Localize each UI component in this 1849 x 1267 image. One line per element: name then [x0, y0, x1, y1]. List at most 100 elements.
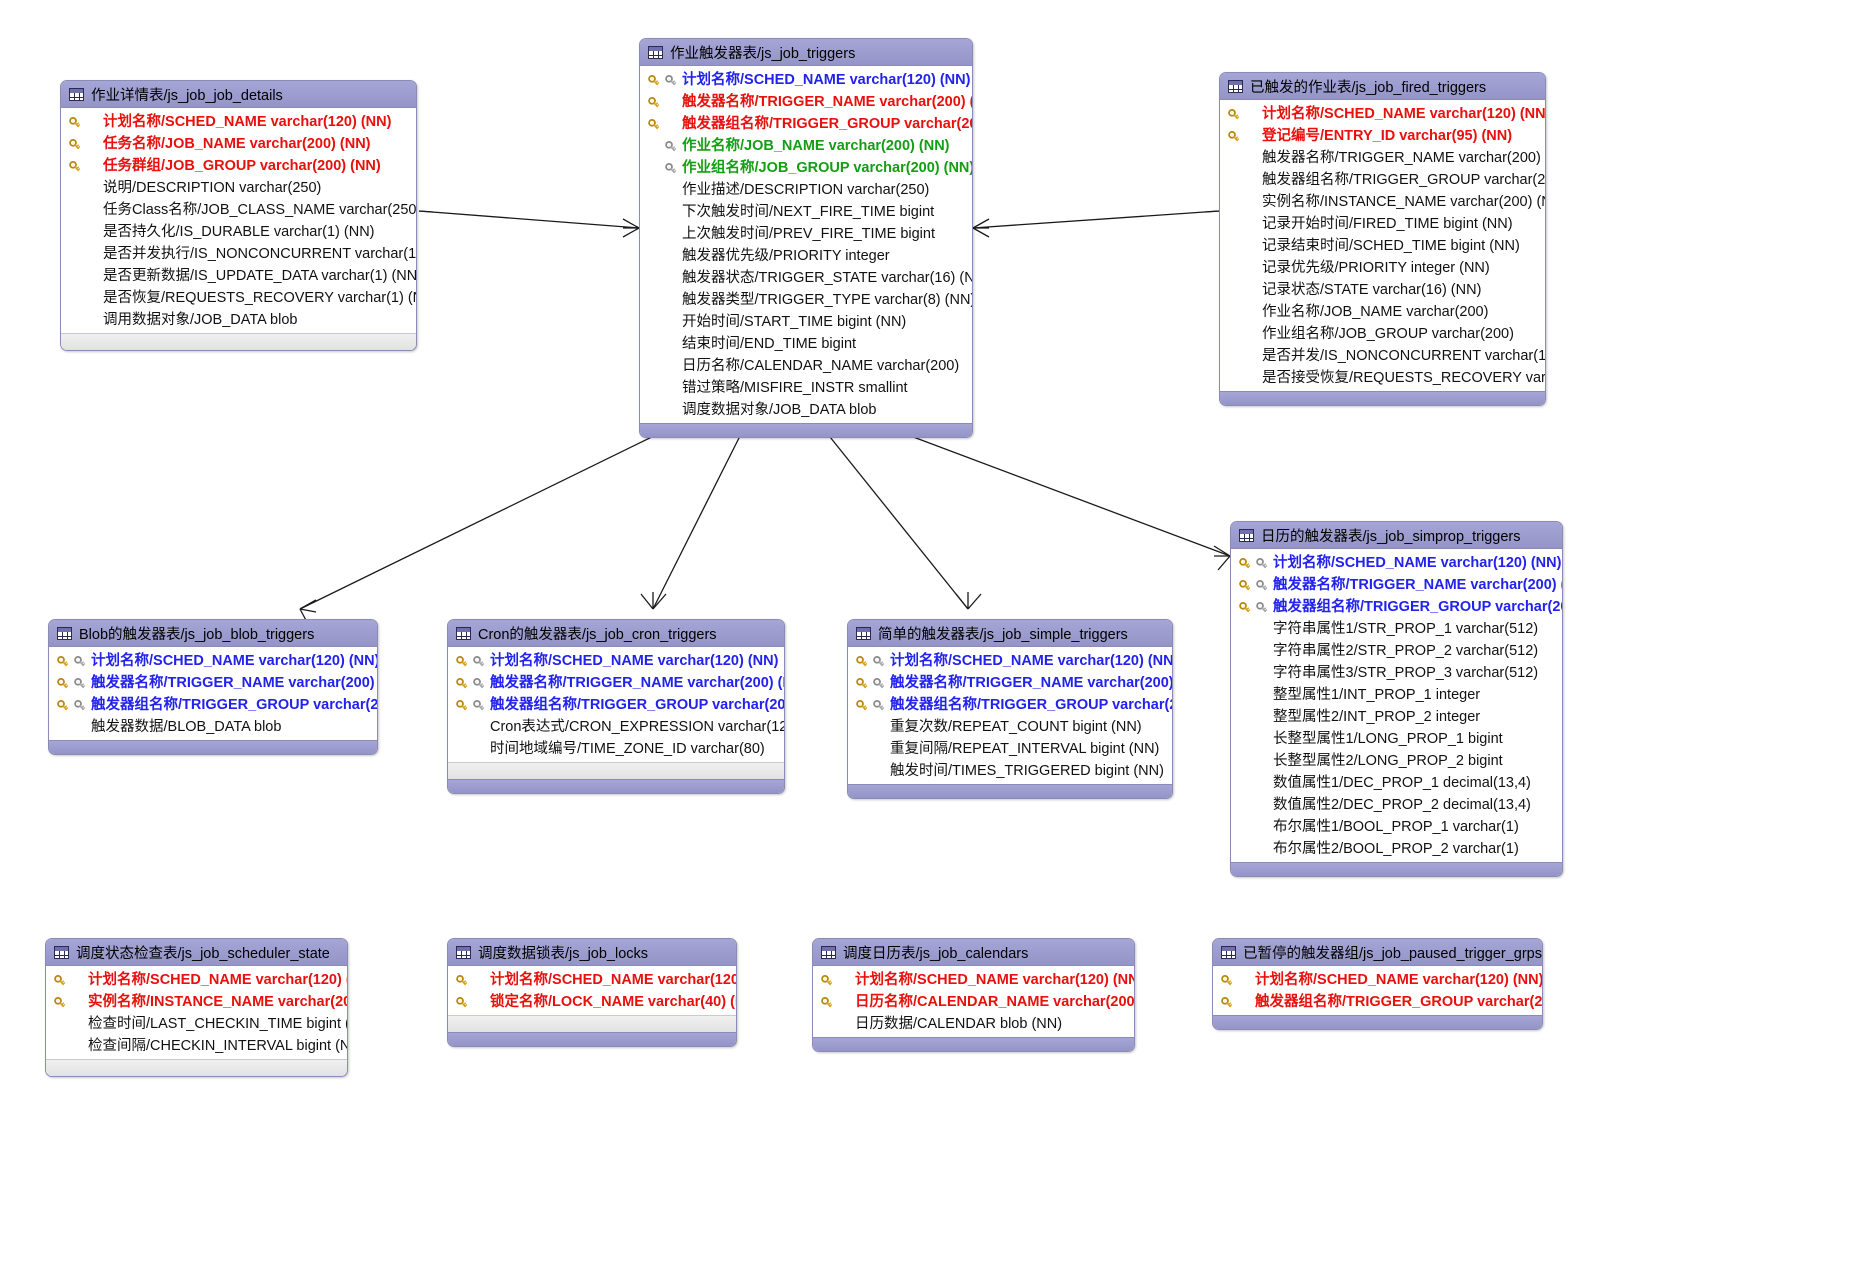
column-row[interactable]: 作业名称/JOB_NAME varchar(200)	[1220, 301, 1545, 323]
entity-table-job_triggers[interactable]: 作业触发器表/js_job_triggers 计划名称/SCHED_NAME va…	[639, 38, 973, 438]
column-row[interactable]: 触发器状态/TRIGGER_STATE varchar(16) (NN)	[640, 267, 972, 289]
column-row[interactable]: 是否更新数据/IS_UPDATE_DATA varchar(1) (NN)	[61, 265, 416, 287]
entity-table-blob_triggers[interactable]: Blob的触发器表/js_job_blob_triggers 计划名称/SCHED…	[48, 619, 378, 755]
table-header-paused_trigger_grps[interactable]: 已暂停的触发器组/js_job_paused_trigger_grps	[1213, 939, 1542, 966]
table-header-fired_triggers[interactable]: 已触发的作业表/js_job_fired_triggers	[1220, 73, 1545, 100]
column-row[interactable]: 字符串属性1/STR_PROP_1 varchar(512)	[1231, 618, 1562, 640]
column-row[interactable]: 计划名称/SCHED_NAME varchar(120) (NN)	[813, 969, 1134, 991]
entity-table-job_details[interactable]: 作业详情表/js_job_job_details 计划名称/SCHED_NAME …	[60, 80, 417, 351]
column-row[interactable]: 触发器名称/TRIGGER_NAME varchar(200) (NN)	[1231, 574, 1562, 596]
column-row[interactable]: 触发器名称/TRIGGER_NAME varchar(200) (NN)	[848, 672, 1172, 694]
table-header-job_details[interactable]: 作业详情表/js_job_job_details	[61, 81, 416, 108]
column-row[interactable]: 整型属性1/INT_PROP_1 integer	[1231, 684, 1562, 706]
column-row[interactable]: 字符串属性3/STR_PROP_3 varchar(512)	[1231, 662, 1562, 684]
column-row[interactable]: 记录状态/STATE varchar(16) (NN)	[1220, 279, 1545, 301]
column-row[interactable]: 是否持久化/IS_DURABLE varchar(1) (NN)	[61, 221, 416, 243]
entity-table-simple_triggers[interactable]: 简单的触发器表/js_job_simple_triggers 计划名称/SCHED…	[847, 619, 1173, 799]
column-row[interactable]: 触发器类型/TRIGGER_TYPE varchar(8) (NN)	[640, 289, 972, 311]
column-row[interactable]: 调用数据对象/JOB_DATA blob	[61, 309, 416, 331]
column-row[interactable]: 任务Class名称/JOB_CLASS_NAME varchar(250) (N…	[61, 199, 416, 221]
table-header-cron_triggers[interactable]: Cron的触发器表/js_job_cron_triggers	[448, 620, 784, 647]
column-row[interactable]: 触发器名称/TRIGGER_NAME varchar(200) (NN)	[49, 672, 377, 694]
column-row[interactable]: 计划名称/SCHED_NAME varchar(120) (NN)	[848, 650, 1172, 672]
column-row[interactable]: 触发器组名称/TRIGGER_GROUP varchar(200) (NN)	[1220, 169, 1545, 191]
table-header-locks[interactable]: 调度数据锁表/js_job_locks	[448, 939, 736, 966]
column-row[interactable]: 日历名称/CALENDAR_NAME varchar(200) (NN)	[813, 991, 1134, 1013]
column-row[interactable]: 触发器组名称/TRIGGER_GROUP varchar(200) (NN)	[1231, 596, 1562, 618]
table-header-simprop_triggers[interactable]: 日历的触发器表/js_job_simprop_triggers	[1231, 522, 1562, 549]
column-row[interactable]: 触发器名称/TRIGGER_NAME varchar(200) (NN)	[448, 672, 784, 694]
column-row[interactable]: 布尔属性1/BOOL_PROP_1 varchar(1)	[1231, 816, 1562, 838]
column-row[interactable]: 是否接受恢复/REQUESTS_RECOVERY varchar(1)	[1220, 367, 1545, 389]
column-row[interactable]: 触发器组名称/TRIGGER_GROUP varchar(200) (NN)	[49, 694, 377, 716]
column-row[interactable]: 触发器名称/TRIGGER_NAME varchar(200) (NN)	[1220, 147, 1545, 169]
entity-table-scheduler_state[interactable]: 调度状态检查表/js_job_scheduler_state 计划名称/SCHED…	[45, 938, 348, 1077]
entity-table-calendars[interactable]: 调度日历表/js_job_calendars 计划名称/SCHED_NAME va…	[812, 938, 1135, 1052]
column-row[interactable]: 作业描述/DESCRIPTION varchar(250)	[640, 179, 972, 201]
column-row[interactable]: 数值属性2/DEC_PROP_2 decimal(13,4)	[1231, 794, 1562, 816]
column-row[interactable]: 日历数据/CALENDAR blob (NN)	[813, 1013, 1134, 1035]
column-row[interactable]: 锁定名称/LOCK_NAME varchar(40) (NN)	[448, 991, 736, 1013]
column-row[interactable]: 实例名称/INSTANCE_NAME varchar(200) (NN)	[1220, 191, 1545, 213]
column-row[interactable]: 计划名称/SCHED_NAME varchar(120) (NN)	[640, 69, 972, 91]
table-header-blob_triggers[interactable]: Blob的触发器表/js_job_blob_triggers	[49, 620, 377, 647]
column-row[interactable]: 长整型属性1/LONG_PROP_1 bigint	[1231, 728, 1562, 750]
column-row[interactable]: 整型属性2/INT_PROP_2 integer	[1231, 706, 1562, 728]
column-row[interactable]: Cron表达式/CRON_EXPRESSION varchar(120) (NN…	[448, 716, 784, 738]
entity-table-simprop_triggers[interactable]: 日历的触发器表/js_job_simprop_triggers 计划名称/SCHE…	[1230, 521, 1563, 877]
column-row[interactable]: 下次触发时间/NEXT_FIRE_TIME bigint	[640, 201, 972, 223]
column-row[interactable]: 实例名称/INSTANCE_NAME varchar(200) (NN)	[46, 991, 347, 1013]
column-row[interactable]: 计划名称/SCHED_NAME varchar(120) (NN)	[1220, 103, 1545, 125]
column-row[interactable]: 计划名称/SCHED_NAME varchar(120) (NN)	[1231, 552, 1562, 574]
column-row[interactable]: 说明/DESCRIPTION varchar(250)	[61, 177, 416, 199]
column-row[interactable]: 作业组名称/JOB_GROUP varchar(200) (NN)	[640, 157, 972, 179]
column-row[interactable]: 是否并发执行/IS_NONCONCURRENT varchar(1) (NN)	[61, 243, 416, 265]
column-row[interactable]: 触发器组名称/TRIGGER_GROUP varchar(200) (NN)	[640, 113, 972, 135]
entity-table-locks[interactable]: 调度数据锁表/js_job_locks 计划名称/SCHED_NAME varch…	[447, 938, 737, 1047]
column-row[interactable]: 计划名称/SCHED_NAME varchar(120) (NN)	[448, 650, 784, 672]
column-row[interactable]: 检查时间/LAST_CHECKIN_TIME bigint (NN)	[46, 1013, 347, 1035]
column-row[interactable]: 结束时间/END_TIME bigint	[640, 333, 972, 355]
column-row[interactable]: 触发器优先级/PRIORITY integer	[640, 245, 972, 267]
column-row[interactable]: 计划名称/SCHED_NAME varchar(120) (NN)	[49, 650, 377, 672]
column-row[interactable]: 任务群组/JOB_GROUP varchar(200) (NN)	[61, 155, 416, 177]
column-row[interactable]: 日历名称/CALENDAR_NAME varchar(200)	[640, 355, 972, 377]
column-row[interactable]: 是否恢复/REQUESTS_RECOVERY varchar(1) (NN)	[61, 287, 416, 309]
column-row[interactable]: 上次触发时间/PREV_FIRE_TIME bigint	[640, 223, 972, 245]
column-row[interactable]: 计划名称/SCHED_NAME varchar(120) (NN)	[46, 969, 347, 991]
column-row[interactable]: 触发器组名称/TRIGGER_GROUP varchar(200) (NN)	[848, 694, 1172, 716]
column-row[interactable]: 触发器数据/BLOB_DATA blob	[49, 716, 377, 738]
column-row[interactable]: 长整型属性2/LONG_PROP_2 bigint	[1231, 750, 1562, 772]
column-row[interactable]: 任务名称/JOB_NAME varchar(200) (NN)	[61, 133, 416, 155]
table-header-simple_triggers[interactable]: 简单的触发器表/js_job_simple_triggers	[848, 620, 1172, 647]
column-row[interactable]: 时间地域编号/TIME_ZONE_ID varchar(80)	[448, 738, 784, 760]
column-row[interactable]: 作业名称/JOB_NAME varchar(200) (NN)	[640, 135, 972, 157]
column-row[interactable]: 重复次数/REPEAT_COUNT bigint (NN)	[848, 716, 1172, 738]
entity-table-cron_triggers[interactable]: Cron的触发器表/js_job_cron_triggers 计划名称/SCHED…	[447, 619, 785, 794]
column-row[interactable]: 字符串属性2/STR_PROP_2 varchar(512)	[1231, 640, 1562, 662]
column-row[interactable]: 数值属性1/DEC_PROP_1 decimal(13,4)	[1231, 772, 1562, 794]
column-row[interactable]: 计划名称/SCHED_NAME varchar(120) (NN)	[61, 111, 416, 133]
column-row[interactable]: 计划名称/SCHED_NAME varchar(120) (NN)	[1213, 969, 1542, 991]
column-row[interactable]: 记录优先级/PRIORITY integer (NN)	[1220, 257, 1545, 279]
table-header-calendars[interactable]: 调度日历表/js_job_calendars	[813, 939, 1134, 966]
column-row[interactable]: 触发时间/TIMES_TRIGGERED bigint (NN)	[848, 760, 1172, 782]
column-row[interactable]: 登记编号/ENTRY_ID varchar(95) (NN)	[1220, 125, 1545, 147]
column-row[interactable]: 记录开始时间/FIRED_TIME bigint (NN)	[1220, 213, 1545, 235]
column-row[interactable]: 检查间隔/CHECKIN_INTERVAL bigint (NN)	[46, 1035, 347, 1057]
entity-table-fired_triggers[interactable]: 已触发的作业表/js_job_fired_triggers 计划名称/SCHED_…	[1219, 72, 1546, 406]
column-row[interactable]: 开始时间/START_TIME bigint (NN)	[640, 311, 972, 333]
column-row[interactable]: 重复间隔/REPEAT_INTERVAL bigint (NN)	[848, 738, 1172, 760]
table-header-scheduler_state[interactable]: 调度状态检查表/js_job_scheduler_state	[46, 939, 347, 966]
table-header-job_triggers[interactable]: 作业触发器表/js_job_triggers	[640, 39, 972, 66]
column-row[interactable]: 计划名称/SCHED_NAME varchar(120) (NN)	[448, 969, 736, 991]
column-row[interactable]: 触发器名称/TRIGGER_NAME varchar(200) (NN)	[640, 91, 972, 113]
column-row[interactable]: 是否并发/IS_NONCONCURRENT varchar(1)	[1220, 345, 1545, 367]
column-row[interactable]: 错过策略/MISFIRE_INSTR smallint	[640, 377, 972, 399]
column-row[interactable]: 触发器组名称/TRIGGER_GROUP varchar(200) (NN)	[1213, 991, 1542, 1013]
column-row[interactable]: 调度数据对象/JOB_DATA blob	[640, 399, 972, 421]
column-row[interactable]: 布尔属性2/BOOL_PROP_2 varchar(1)	[1231, 838, 1562, 860]
column-row[interactable]: 记录结束时间/SCHED_TIME bigint (NN)	[1220, 235, 1545, 257]
entity-table-paused_trigger_grps[interactable]: 已暂停的触发器组/js_job_paused_trigger_grps 计划名称/…	[1212, 938, 1543, 1030]
column-row[interactable]: 作业组名称/JOB_GROUP varchar(200)	[1220, 323, 1545, 345]
